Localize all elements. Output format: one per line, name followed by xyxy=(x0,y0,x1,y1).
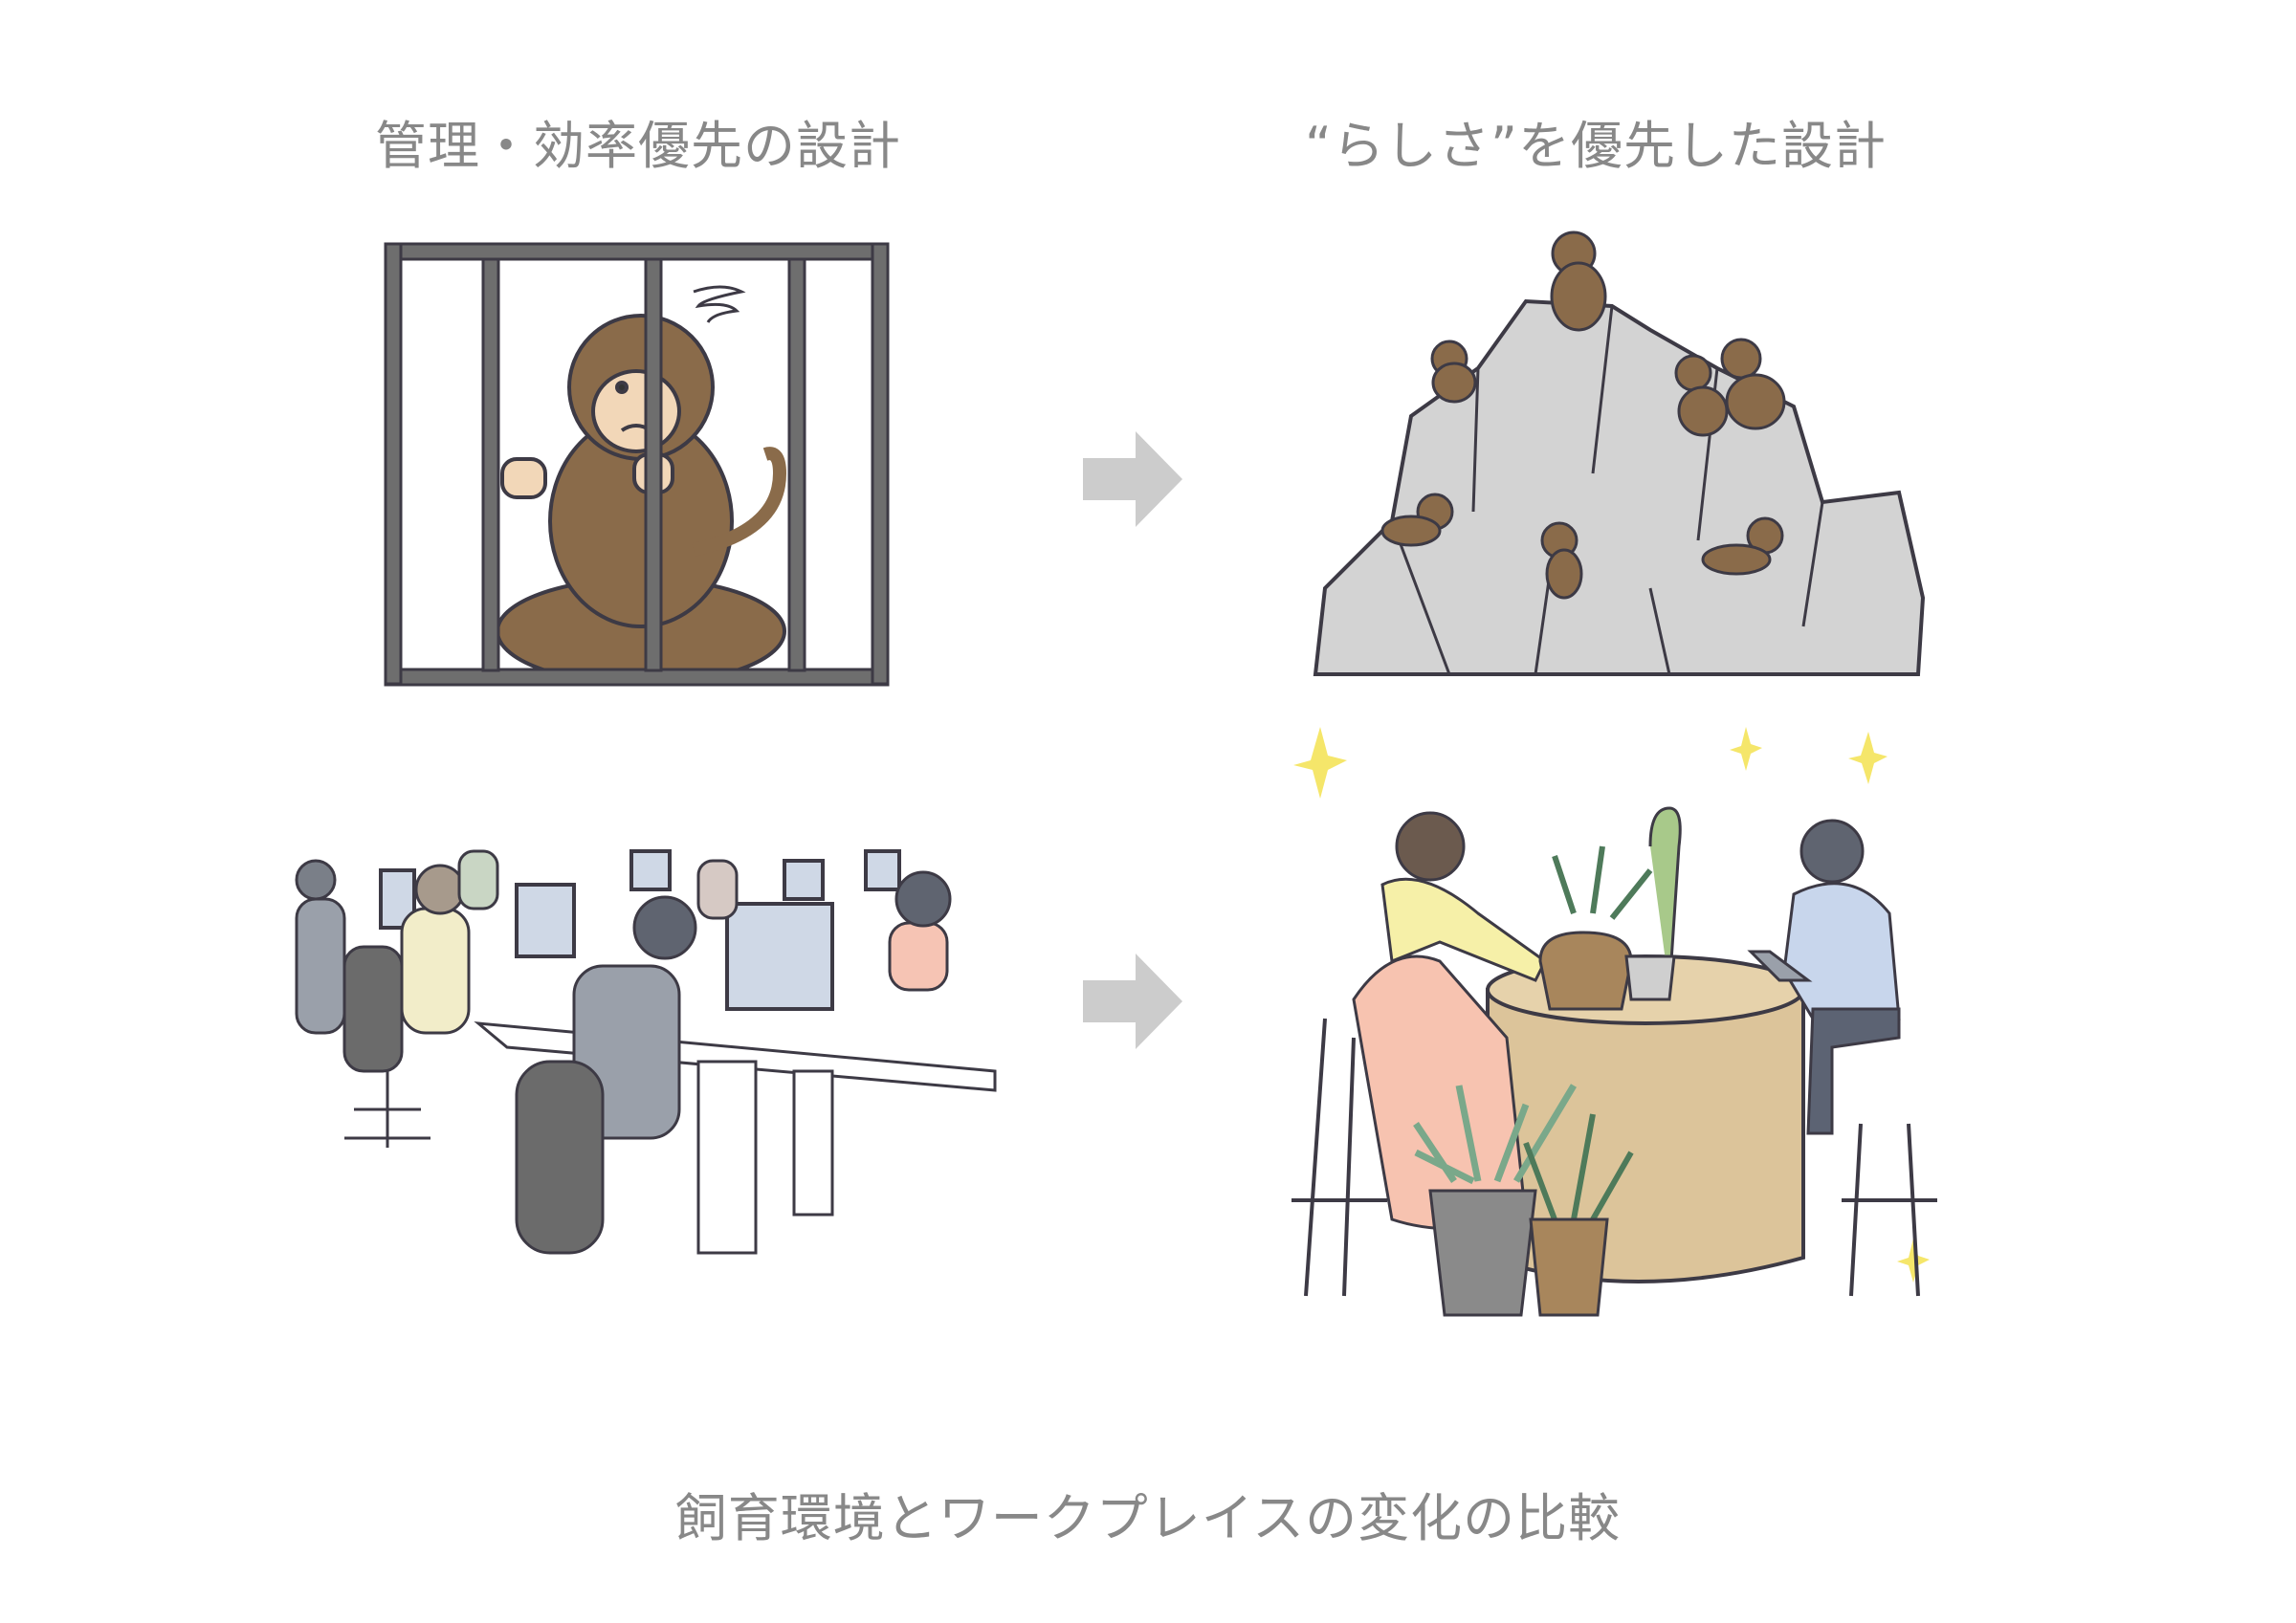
right-arrow-icon xyxy=(1083,954,1182,1049)
computer-monitors xyxy=(379,849,901,1011)
potted-plants xyxy=(1413,806,1682,1317)
caged-monkey-illustration xyxy=(384,242,890,687)
man-with-laptop xyxy=(1747,819,1901,1135)
sparkle-icon xyxy=(1293,727,1930,1283)
office-chairs xyxy=(342,945,605,1255)
right-arrow-icon xyxy=(1083,431,1182,527)
rock-mountain xyxy=(1313,298,1926,676)
stools xyxy=(1292,1018,1937,1297)
right-column-title: “らしさ”を優先した設計 xyxy=(1305,116,1887,176)
dizzy-swirl-icon xyxy=(693,285,746,323)
cage-bars xyxy=(384,242,890,687)
monkey-figure xyxy=(496,314,787,686)
monkeys-group xyxy=(1380,230,1786,600)
modern-workplace-illustration xyxy=(1292,727,1937,1317)
monkey-mountain-illustration xyxy=(1313,230,1926,676)
woman-working xyxy=(1352,811,1547,1231)
left-column-title: 管理・効率優先の設計 xyxy=(375,116,901,176)
traditional-office-illustration xyxy=(295,849,997,1255)
caption: 飼育環境とワークプレイスの変化の比較 xyxy=(674,1488,1622,1548)
